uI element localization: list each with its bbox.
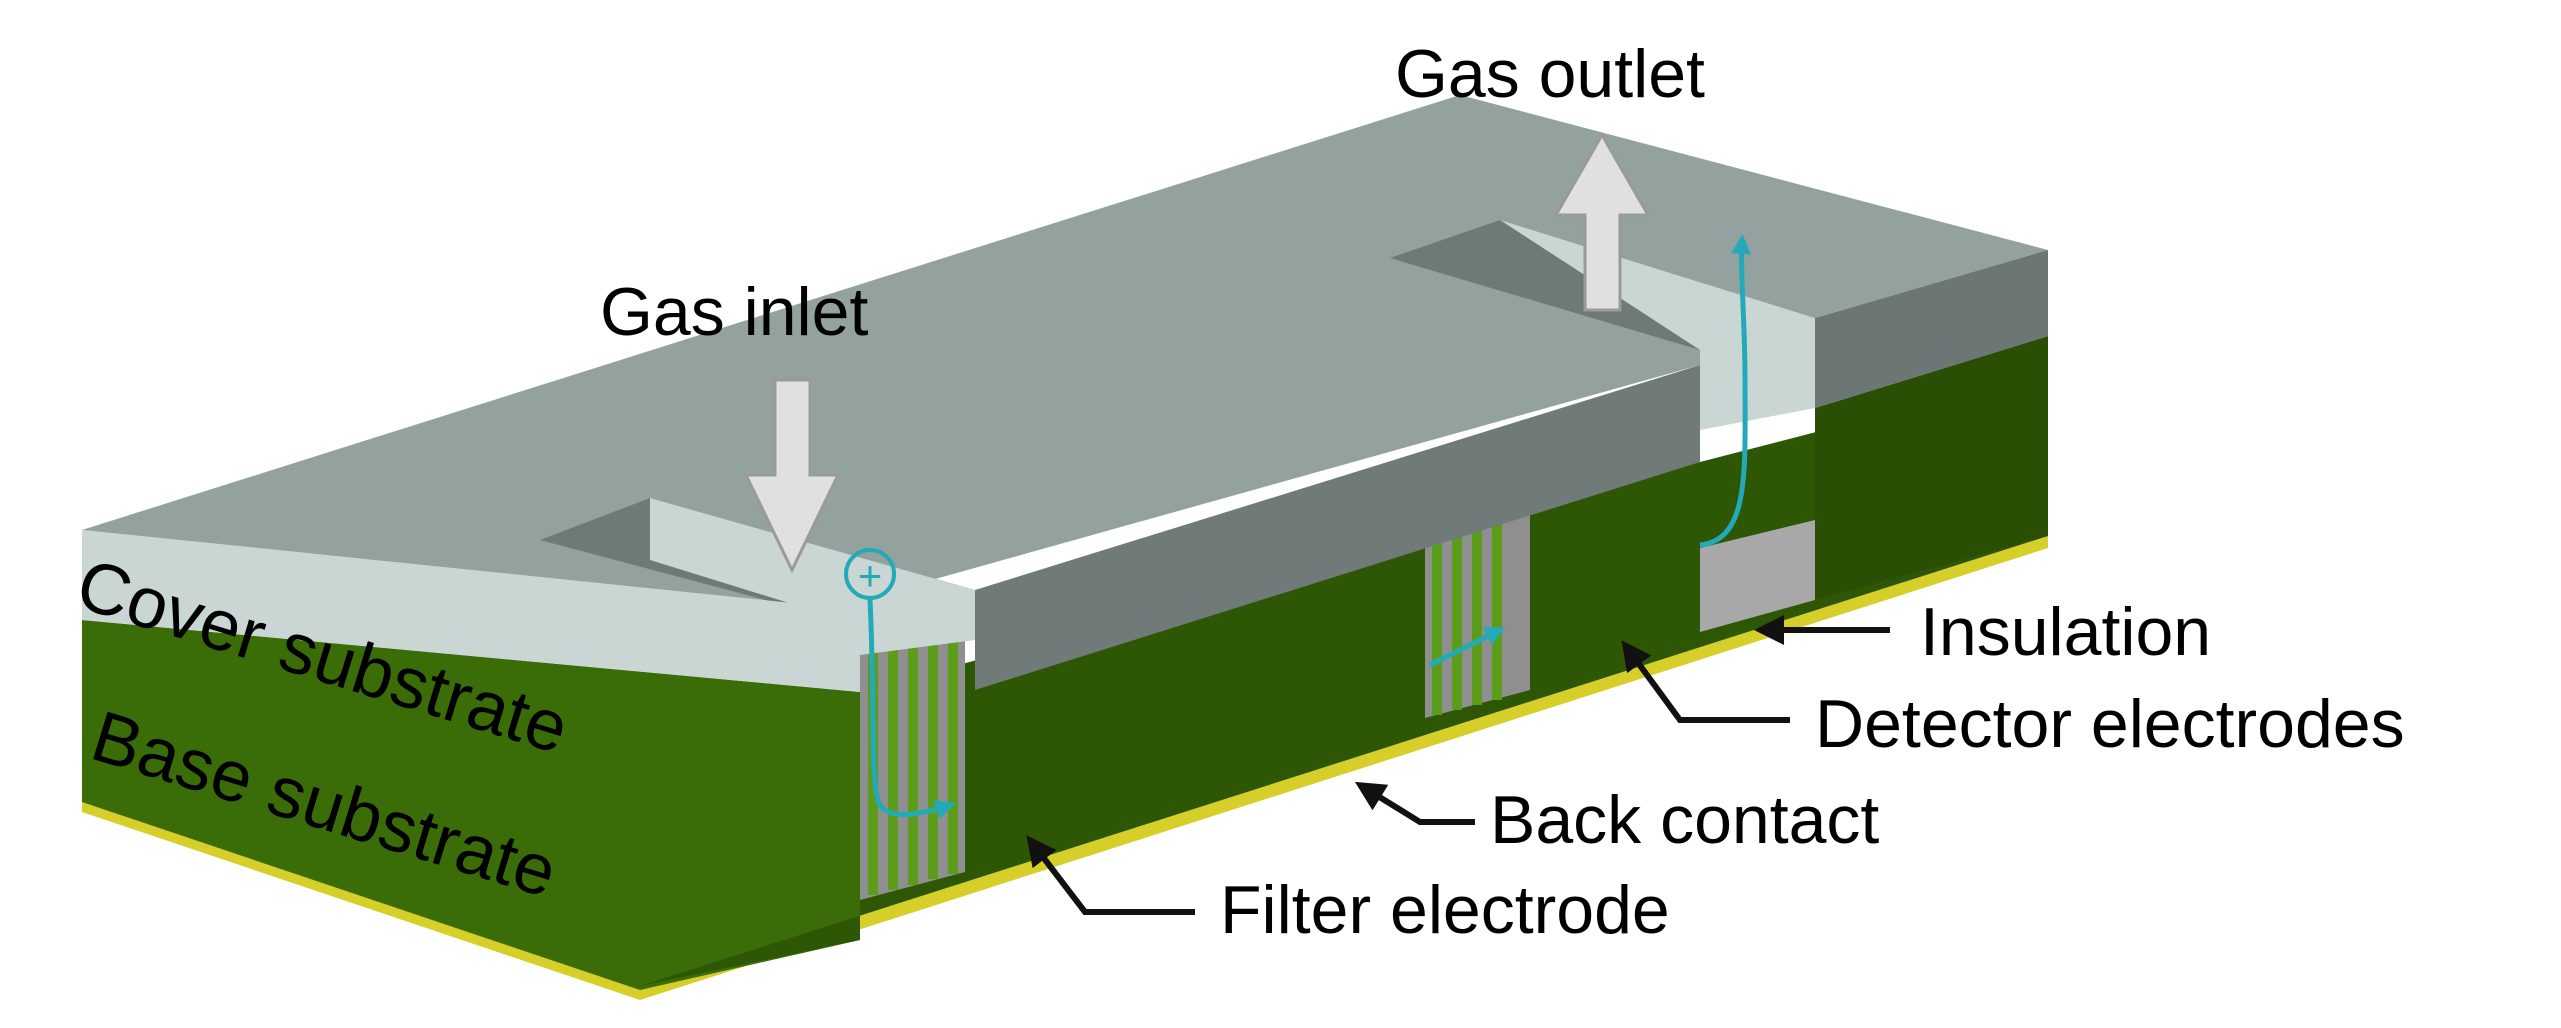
- ion-path-outlet: [1699, 234, 1752, 548]
- detector-electrode-stripes: [1432, 495, 1502, 715]
- cover-substrate-top: [82, 95, 2048, 610]
- insulation-gap: [1700, 520, 1815, 632]
- cover-substrate-front-face: [975, 365, 1700, 690]
- gas-outlet-label: Gas outlet: [1395, 36, 1705, 112]
- filter-electrode-label: Filter electrode: [1220, 872, 1670, 948]
- base-substrate-end-face: [82, 620, 860, 990]
- gas-outlet-slot-wall: [1500, 220, 1815, 430]
- detector-electrodes-pointer: [1621, 640, 1790, 723]
- gas-outlet-arrow: [1553, 131, 1651, 312]
- cover-substrate-end-face: [82, 530, 860, 692]
- base-substrate-front-face: [640, 372, 2048, 986]
- positive-ion-symbol: +: [858, 552, 883, 599]
- back-contact-label: Back contact: [1490, 782, 1880, 858]
- cover-substrate-right-front: [1815, 250, 2048, 408]
- gas-inlet-arrow: [743, 378, 841, 574]
- gas-inlet-slot-wall: [650, 498, 975, 655]
- base-substrate-right-block: [1815, 336, 2048, 600]
- detector-electrodes-label: Detector electrodes: [1815, 686, 2405, 762]
- back-contact-pointer: [1354, 781, 1475, 825]
- insulation-label: Insulation: [1920, 594, 2212, 670]
- filter-electrode-pointer: [1026, 835, 1195, 915]
- ion-path-filter: [867, 599, 956, 819]
- ion-path-detector: [1428, 627, 1506, 668]
- gas-inlet-label: Gas inlet: [600, 274, 869, 350]
- positive-ion-circle: [844, 548, 896, 600]
